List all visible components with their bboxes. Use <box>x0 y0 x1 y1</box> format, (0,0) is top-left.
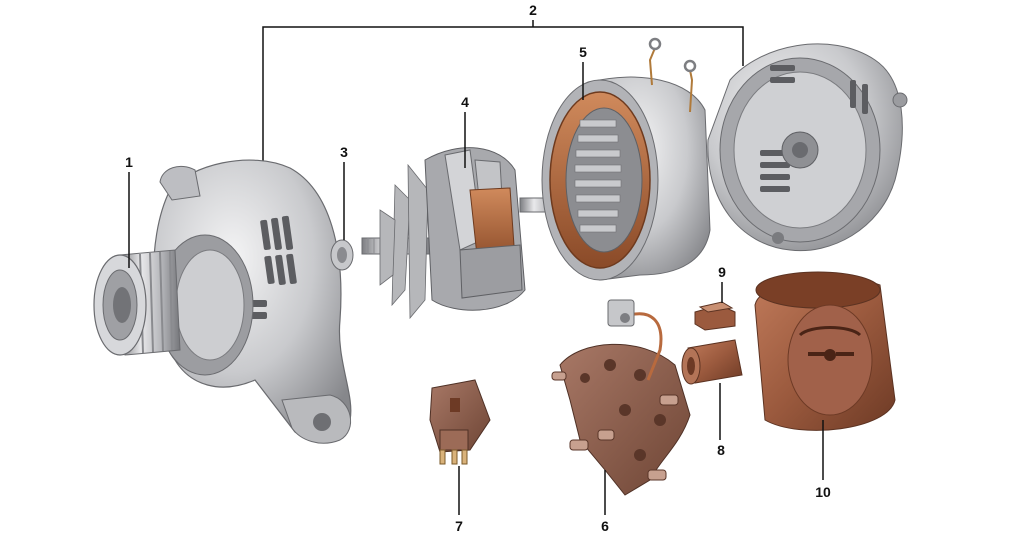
front-housing <box>93 159 352 444</box>
protective-cover <box>754 271 896 480</box>
callout-4: 4 <box>461 94 469 110</box>
callout-5: 5 <box>579 44 587 60</box>
callout-1: 1 <box>125 154 133 170</box>
rectifier-bridge <box>551 299 691 515</box>
spacer-ring <box>330 162 354 271</box>
capacitor <box>694 282 736 331</box>
callout-3: 3 <box>340 144 348 160</box>
rotor <box>361 112 561 320</box>
callout-6: 6 <box>601 518 609 534</box>
callout-10: 10 <box>815 484 831 500</box>
voltage-regulator <box>429 379 491 515</box>
stator <box>541 37 711 281</box>
callout-7: 7 <box>455 518 463 534</box>
leader-2 <box>262 20 744 165</box>
callout-8: 8 <box>717 442 725 458</box>
slip-ring-sleeve <box>681 339 743 440</box>
pulley <box>93 249 181 356</box>
callout-9: 9 <box>718 264 726 280</box>
callout-2: 2 <box>529 2 537 18</box>
rear-housing <box>707 43 908 252</box>
